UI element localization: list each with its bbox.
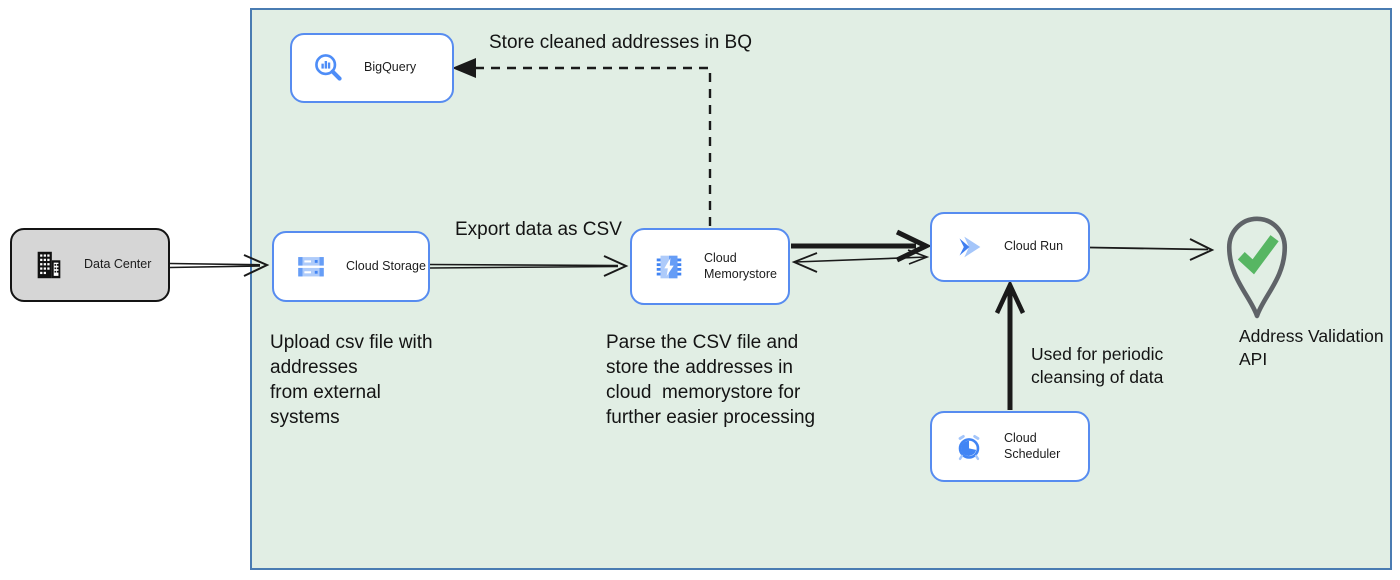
building-icon	[37, 251, 61, 279]
cloud-run-icon	[959, 236, 981, 258]
cloud-storage-icon	[298, 256, 324, 276]
node-cloud-scheduler[interactable]: Cloud Scheduler	[930, 411, 1090, 482]
scheduler-clock-icon	[958, 434, 980, 460]
node-cloud-memorystore[interactable]: Cloud Memorystore	[630, 228, 790, 305]
node-label-address-validation-api: Address Validation API	[1239, 326, 1384, 370]
node-label-cloud-memorystore: Cloud Memorystore	[704, 250, 777, 281]
annotation-upload-note: Upload csv file with addresses from exte…	[270, 332, 433, 429]
node-label-bigquery: BigQuery	[364, 60, 417, 75]
node-label-cloud-scheduler: Cloud Scheduler	[1004, 430, 1061, 461]
node-label-cloud-storage: Cloud Storage	[346, 258, 426, 273]
node-cloud-run[interactable]: Cloud Run	[930, 212, 1090, 282]
node-label-cloud-run: Cloud Run	[1004, 239, 1064, 254]
node-label-data-center: Data Center	[84, 257, 152, 272]
annotation-periodic-note: Used for periodic cleansing of data	[1031, 344, 1164, 388]
node-bigquery[interactable]: BigQuery	[290, 33, 454, 103]
node-address-validation-api[interactable]	[1220, 205, 1294, 325]
annotation-parse-note: Parse the CSV file and store the address…	[606, 332, 816, 429]
memorystore-chip-icon	[656, 255, 682, 278]
annotation-export-csv: Export data as CSV	[455, 219, 622, 240]
node-cloud-storage[interactable]: Cloud Storage	[272, 231, 430, 302]
annotation-store-bq: Store cleaned addresses in BQ	[489, 32, 752, 53]
bigquery-icon	[315, 54, 342, 81]
location-pin-check-icon	[1226, 216, 1288, 319]
node-data-center[interactable]: Data Center	[10, 228, 170, 302]
